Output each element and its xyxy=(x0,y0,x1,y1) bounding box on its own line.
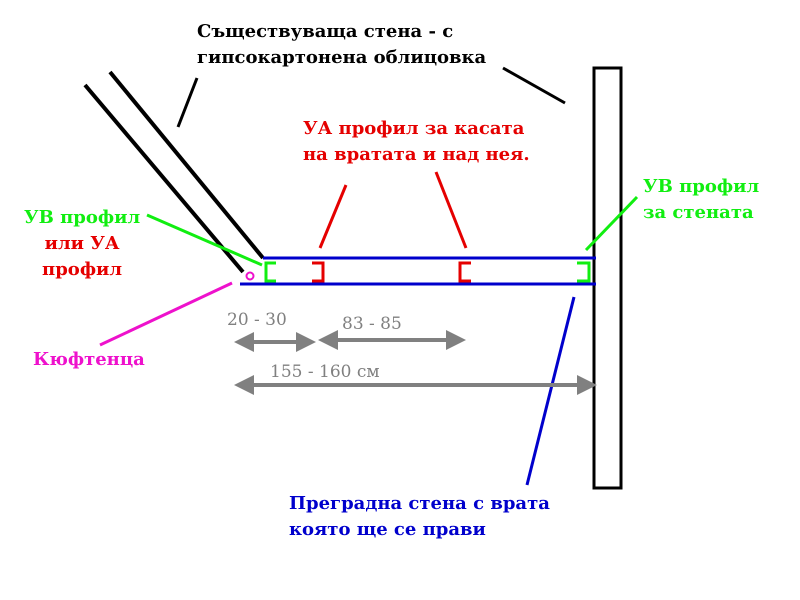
dim-label-155-160: 155 - 160 см xyxy=(270,362,380,382)
uv-profile-left-label: УВ профил или УА профил xyxy=(24,205,140,283)
partition-pointer xyxy=(525,296,576,486)
existing-wall-label-line-1: Съществуваща стена - с xyxy=(197,21,454,42)
partition-wall-label-line-1: Преградна стена с врата xyxy=(289,493,550,514)
ua-pointer-right xyxy=(434,171,468,249)
existing-wall-pointer-left xyxy=(176,77,199,128)
uv-pointer-left xyxy=(146,213,263,267)
uv-pointer-right xyxy=(584,195,639,252)
uv-profile-right-label: УВ профил за стената xyxy=(643,174,759,226)
uv-profile-left-label-line-2: или УА xyxy=(44,233,120,254)
existing-wall-label-line-2: гипсокартонена облицовка xyxy=(197,47,487,68)
uv-profile-left-label-line-1: УВ профил xyxy=(24,207,141,228)
ua-profile-label-line-1: УА профил за касата xyxy=(303,118,525,139)
ua-profile-right xyxy=(458,261,471,283)
kyuftentsa-pointer xyxy=(99,281,233,347)
existing-wall-line-inner xyxy=(108,70,265,260)
ua-profile-label: УА профил за касата на вратата и над нея… xyxy=(303,116,530,168)
existing-wall-pointer-right xyxy=(502,66,566,105)
right-wall xyxy=(592,66,623,490)
kyuftentsa-label: Кюфтенца xyxy=(33,349,145,370)
existing-wall-line-outer xyxy=(83,83,245,274)
kyuftentsa-marker xyxy=(245,271,255,281)
partition-wall-label: Преградна стена с врата която ще се прав… xyxy=(289,491,550,543)
uv-profile-right-label-line-1: УВ профил xyxy=(643,176,760,197)
dim-label-83-85: 83 - 85 xyxy=(342,314,402,334)
dim-label-20-30: 20 - 30 xyxy=(227,310,287,330)
uv-profile-right-label-line-2: за стената xyxy=(643,202,754,223)
partition-wall-label-line-2: която ще се прави xyxy=(289,519,486,540)
uv-profile-left-label-line-3: профил xyxy=(42,259,123,280)
existing-wall-label: Съществуваща стена - с гипсокартонена об… xyxy=(197,19,486,71)
ua-pointer-left xyxy=(318,184,348,249)
ua-profile-left xyxy=(312,261,325,283)
uv-profile-right xyxy=(577,261,591,283)
ua-profile-label-line-2: на вратата и над нея. xyxy=(303,144,530,165)
uv-profile-left xyxy=(264,261,276,283)
